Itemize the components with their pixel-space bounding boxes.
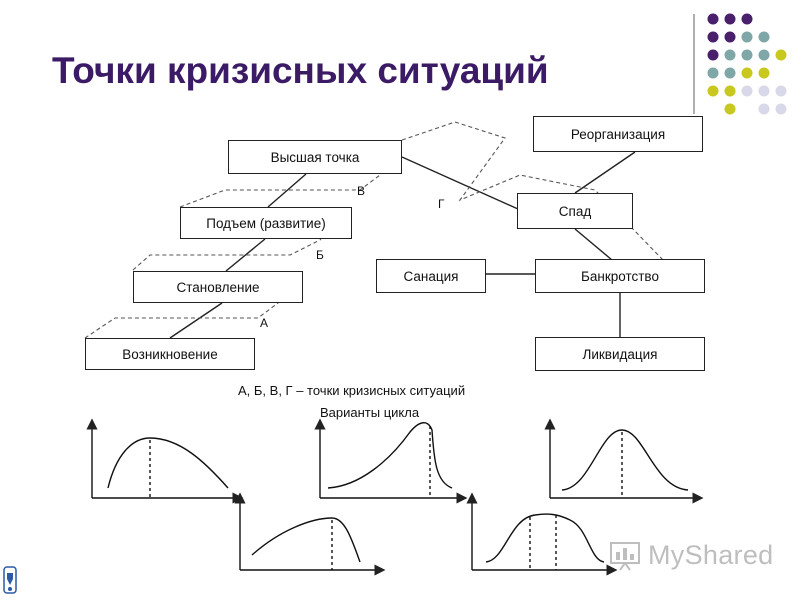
connector [401,156,519,210]
dot [724,49,736,61]
dot [775,103,787,115]
dot [758,103,770,115]
dot [758,85,770,97]
watermark-text: MyShared [648,539,774,570]
dot [741,49,753,61]
connector [169,302,223,339]
cycle-curve [107,437,229,489]
presentation-icon [610,542,640,571]
crisis-path [401,121,666,263]
box-spad: Спад [517,193,633,229]
connector [574,151,636,194]
corner-logo-icon [3,566,17,594]
dot [724,31,736,43]
dot [741,85,753,97]
connector [225,238,266,272]
dot [741,13,753,25]
dot [775,85,787,97]
slide-title: Точки кризисных ситуаций [52,50,549,91]
box-podem: Подъем (развитие) [180,207,352,239]
dot [741,31,753,43]
cycle-graph-5 [466,492,618,576]
crisis-point-g: Г [438,197,445,211]
dot [724,67,736,79]
crisis-point-b: Б [316,248,324,262]
dot [724,103,736,115]
legend-caption: А, Б, В, Г – точки кризисных ситуаций [238,383,466,398]
decorative-dot-grid [707,13,787,115]
dot [758,31,770,43]
dot [741,67,753,79]
cycle-graph-3 [544,418,704,504]
box-likvidaciya: Ликвидация [535,337,705,371]
crisis-point-a: А [260,316,269,330]
cycle-graph-2 [314,418,468,504]
dot [775,49,787,61]
dot [707,49,719,61]
crisis-path [132,207,346,271]
box-vysshaya-tochka: Высшая точка [228,140,402,174]
connector [267,173,307,208]
box-reorganizaciya: Реорганизация [533,116,703,152]
watermark: MyShared [608,538,773,572]
connector [574,228,613,261]
box-vozniknovenie: Возникновение [85,338,255,370]
dot [758,67,770,79]
cycle-curve [561,429,689,491]
cycle-curve [251,517,361,563]
dot [707,31,719,43]
crisis-point-v: В [357,184,366,198]
box-stanovlenie: Становление [133,271,303,303]
dot [724,13,736,25]
title-divider [693,14,695,114]
dot [724,85,736,97]
box-bankrotstvo: Банкротство [535,259,705,293]
cycle-graph-4 [234,492,386,576]
dot [707,13,719,25]
cycles-title: Варианты цикла [320,405,420,420]
cycle-graph-1 [86,418,244,504]
dot [707,67,719,79]
box-sanaciya: Санация [376,259,486,293]
dot [758,49,770,61]
cycle-curve [327,422,453,489]
dot [707,85,719,97]
cycle-curve [485,513,605,563]
